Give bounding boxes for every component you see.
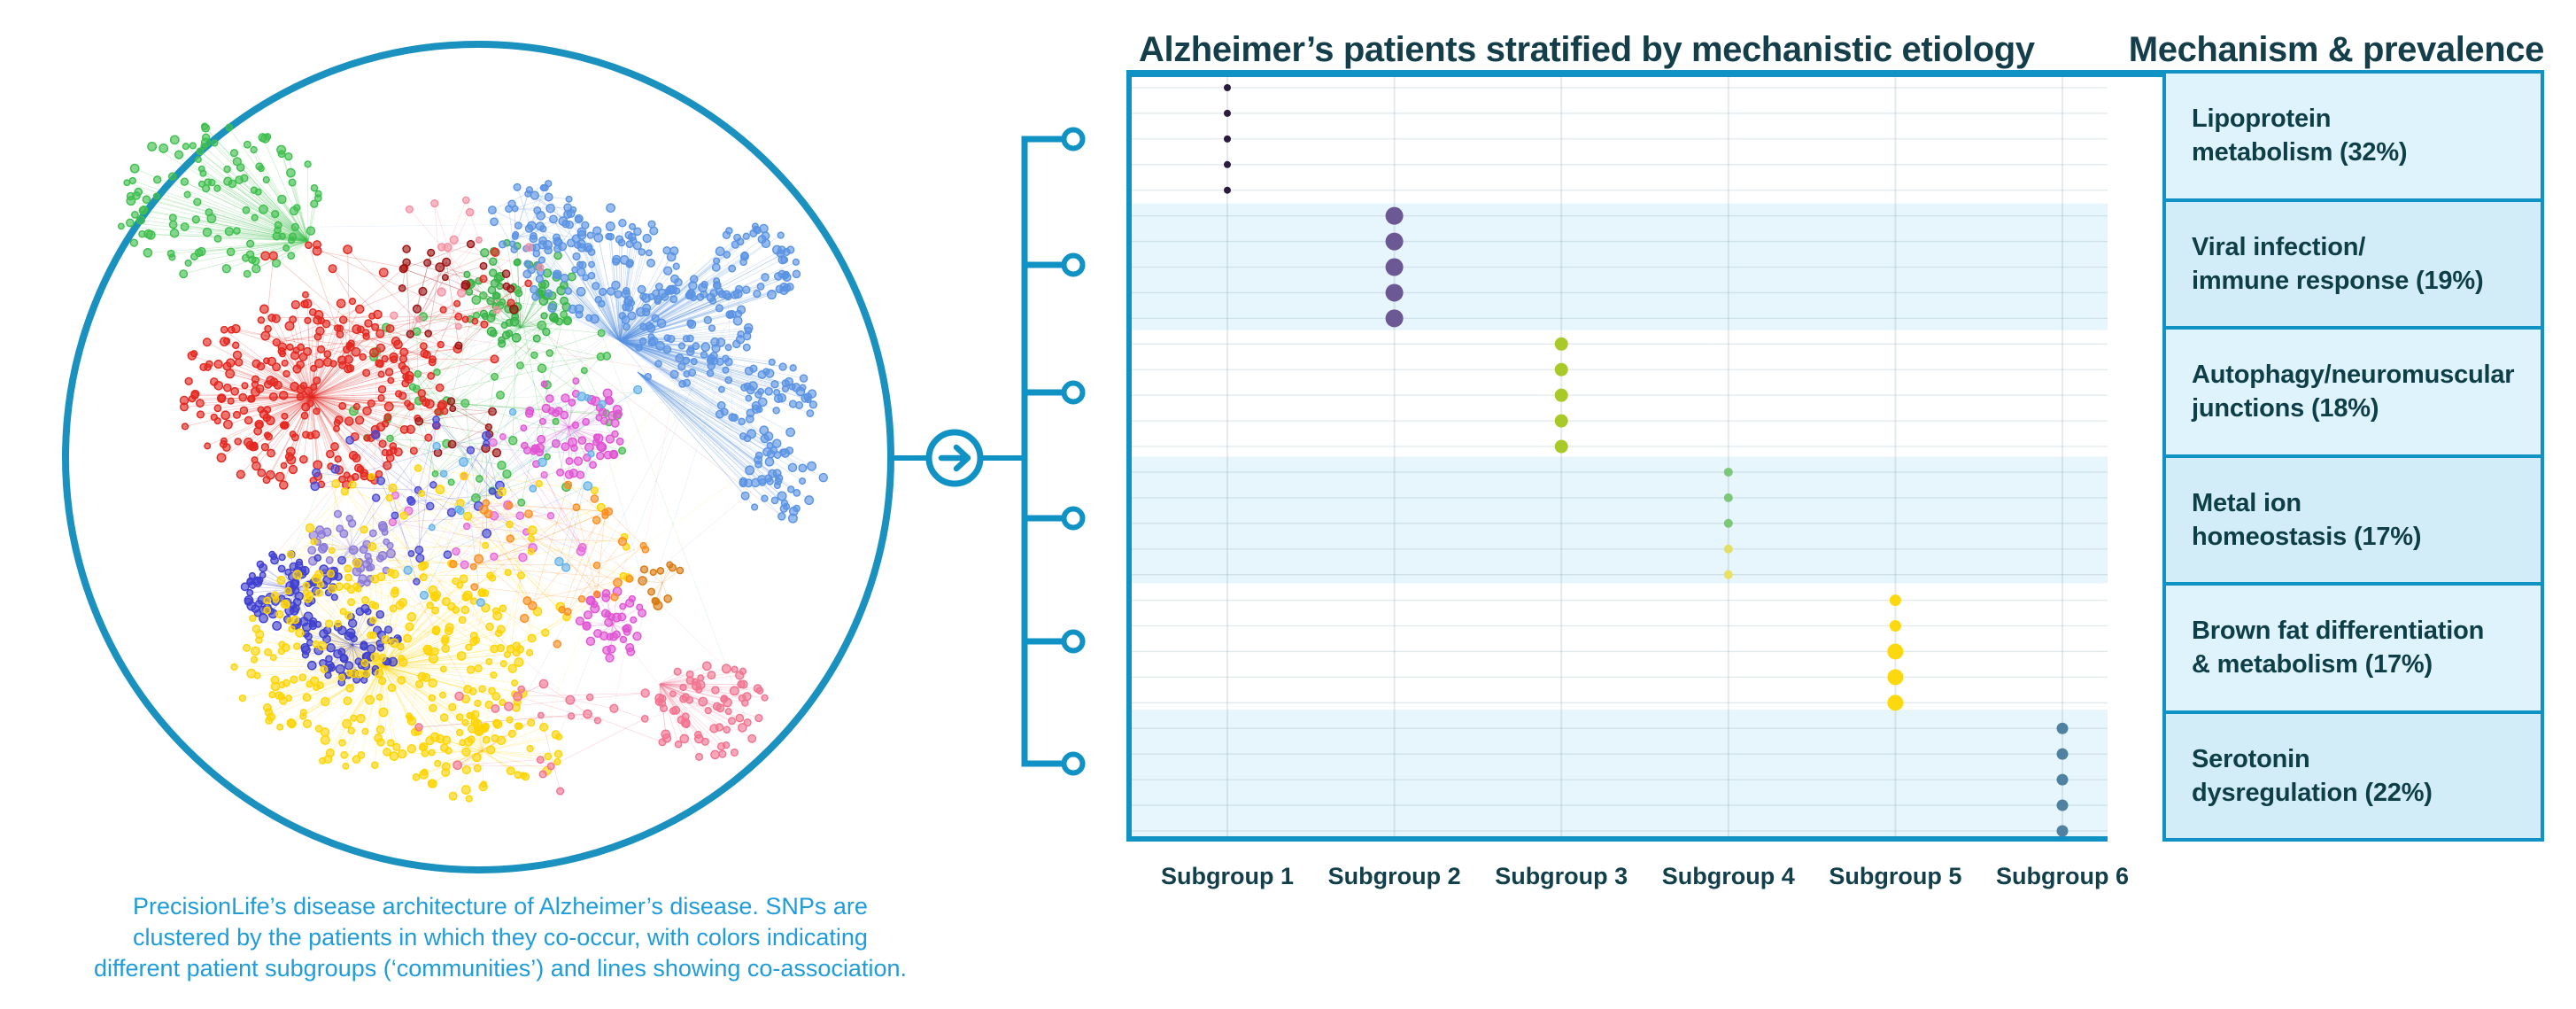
axis-label-subgroup-6: Subgroup 6: [1996, 863, 2129, 889]
row-label: metabolism (32%): [2192, 138, 2408, 167]
row-label: Brown fat differentiation: [2192, 617, 2485, 646]
axis-label-subgroup-3: Subgroup 3: [1495, 863, 1628, 889]
mechanism-table: Lipoprotein metabolism (32%) Viral infec…: [2162, 70, 2544, 842]
table-row-serotonin: Serotonin dysregulation (22%): [2166, 710, 2541, 838]
row-label: & metabolism (17%): [2192, 650, 2433, 679]
row-label: Lipoprotein: [2192, 105, 2332, 134]
row-label: Serotonin: [2192, 744, 2310, 773]
axis-label-subgroup-2: Subgroup 2: [1327, 863, 1461, 889]
caption-line: PrecisionLife’s disease architecture of …: [133, 893, 868, 920]
row-label: junctions (18%): [2192, 394, 2379, 423]
table-row-metal-ion: Metal ion homeostasis (17%): [2166, 454, 2541, 582]
table-row-brown-fat: Brown fat differentiation & metabolism (…: [2166, 582, 2541, 710]
axis-label-subgroup-5: Subgroup 5: [1829, 863, 1962, 889]
row-label: Autophagy/neuromuscular: [2192, 361, 2515, 390]
disease-architecture-network: [62, 41, 894, 873]
table-row-viral: Viral infection/ immune response (19%): [2166, 198, 2541, 326]
row-label: Viral infection/: [2192, 232, 2366, 261]
row-label: homeostasis (17%): [2192, 522, 2422, 551]
stratification-plot: [1126, 77, 2108, 842]
figure-caption: PrecisionLife’s disease architecture of …: [13, 891, 987, 984]
row-label: immune response (19%): [2192, 266, 2484, 295]
row-label: Metal ion: [2192, 488, 2301, 517]
table-row-lipoprotein: Lipoprotein metabolism (32%): [2166, 74, 2541, 198]
connector-bracket: [889, 127, 1086, 776]
axis-label-subgroup-4: Subgroup 4: [1661, 863, 1795, 889]
axis-label-subgroup-1: Subgroup 1: [1161, 863, 1294, 889]
chart-top-border: [1126, 70, 2544, 77]
arrow-right-icon: [938, 444, 971, 472]
table-header: Mechanism & prevalence: [2128, 30, 2545, 69]
chart-title: Alzheimer’s patients stratified by mecha…: [1139, 30, 2035, 69]
table-row-autophagy: Autophagy/neuromuscular junctions (18%): [2166, 326, 2541, 454]
bracket-branches: [1025, 127, 1086, 776]
row-label: dysregulation (22%): [2192, 778, 2433, 807]
caption-line: clustered by the patients in which they …: [133, 924, 868, 951]
caption-line: different patient subgroups (‘communitie…: [94, 955, 907, 982]
